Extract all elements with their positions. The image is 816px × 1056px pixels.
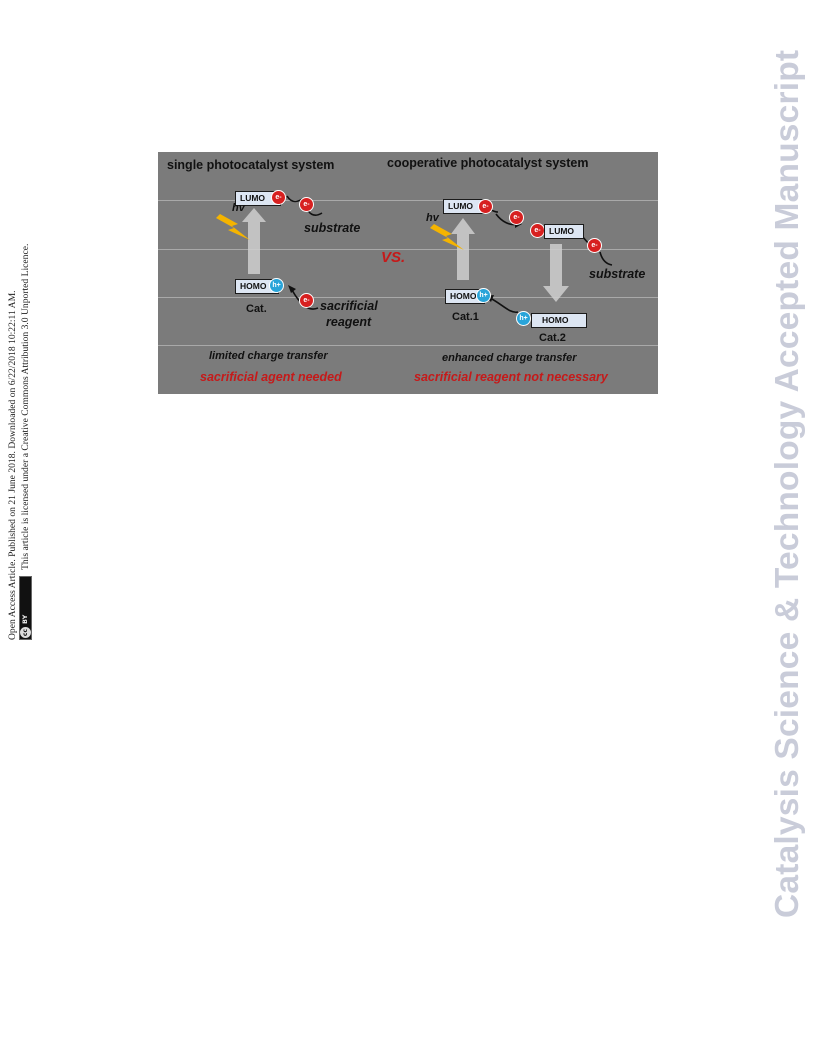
journal-watermark: Catalysis Science & Technology Accepted … (769, 49, 806, 918)
electron-icon: e- (509, 210, 524, 225)
electron-icon: e- (299, 197, 314, 212)
right-footer-note: enhanced charge transfer (442, 352, 577, 364)
lightning-icon (430, 224, 464, 250)
divider-line (158, 249, 658, 250)
hole-icon: h+ (269, 278, 284, 293)
access-notice: Open Access Article. Published on 21 Jun… (6, 200, 46, 640)
homo-level-cat2: HOMO (531, 313, 587, 328)
right-footer-emphasis: sacrificial reagent not necessary (414, 370, 608, 384)
photocatalyst-figure: single photocatalyst system cooperative … (158, 152, 658, 394)
right-panel-title: cooperative photocatalyst system (387, 156, 589, 170)
substrate-label: substrate (589, 267, 646, 281)
hv-label: hv (232, 202, 245, 214)
catalyst-label: Cat. (246, 303, 267, 315)
homo-level: HOMO (235, 279, 279, 294)
license-notice-text[interactable]: This article is licensed under a Creativ… (20, 243, 31, 570)
catalyst2-label: Cat.2 (539, 332, 566, 344)
hole-transfer-arrow (489, 297, 519, 314)
divider-line (158, 200, 658, 201)
substrate-label: substrate (304, 221, 361, 235)
excitation-arrow (451, 218, 475, 280)
transfer-arrow (543, 244, 569, 302)
left-footer-note: limited charge transfer (209, 350, 328, 362)
electron-icon: e- (587, 238, 602, 253)
versus-label: VS. (381, 249, 406, 266)
hv-label: hv (426, 212, 439, 224)
lightning-icon (216, 214, 250, 240)
electron-transfer-arrow (599, 251, 613, 266)
electron-icon: e- (530, 223, 545, 238)
access-notice-line1: Open Access Article. Published on 21 Jun… (7, 290, 18, 640)
left-panel-title: single photocatalyst system (167, 158, 335, 172)
divider-line (158, 345, 658, 346)
cc-icon: cc (20, 627, 32, 638)
excitation-arrow (242, 208, 266, 274)
lumo-level-cat2: LUMO (544, 224, 584, 239)
hole-icon: h+ (516, 311, 531, 326)
hole-icon: h+ (476, 288, 491, 303)
electron-icon: e- (271, 190, 286, 205)
sacrificial-reagent-line1: sacrificial (320, 299, 378, 313)
electron-icon: e- (478, 199, 493, 214)
catalyst1-label: Cat.1 (452, 311, 479, 323)
sacrificial-reagent-line2: reagent (326, 315, 372, 329)
divider-line (158, 297, 658, 298)
by-label: BY (21, 614, 30, 624)
left-footer-emphasis: sacrificial agent needed (200, 370, 342, 384)
electron-icon: e- (299, 293, 314, 308)
cc-by-license-badge[interactable]: cc BY (19, 576, 33, 640)
